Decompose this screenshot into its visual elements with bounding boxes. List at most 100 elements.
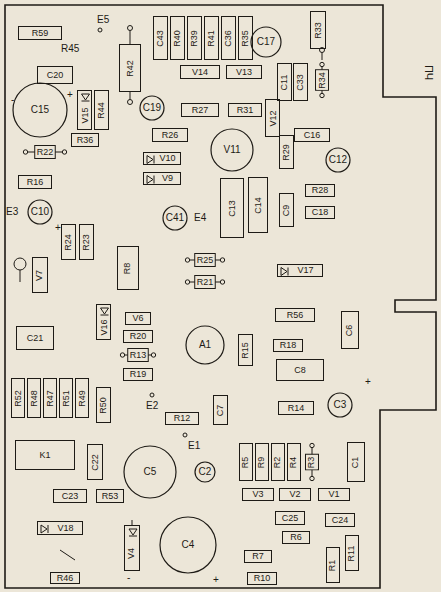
part-label: R3 [306,455,317,469]
board-label: E4 [194,213,206,223]
capacitor-outline [160,517,216,573]
part-label: C16 [304,131,321,140]
component-box: R5 [239,443,253,481]
part-label: K1 [39,451,50,460]
component-box: R51 [59,378,73,418]
capacitor-circle: C17 [250,26,282,58]
component-box: R40 [170,16,185,60]
part-label: R50 [99,397,108,414]
component-box: R50 [96,387,111,423]
part-label: C12 [329,155,347,165]
board-label: - [127,573,130,583]
part-label: C18 [312,208,329,217]
component-box: R35 [238,16,253,60]
part-label: R29 [282,144,291,161]
part-label: R10 [254,574,271,583]
component-box: R26 [152,128,188,142]
part-label: R25 [196,255,215,266]
trimmer-resistor: R34 [315,62,329,98]
board-outline [5,5,436,588]
part-label: V16 [99,319,108,335]
board-label: + [365,377,371,387]
part-label: R35 [241,30,250,47]
trimmer-resistor: R21 [185,275,225,289]
component-box: R46 [50,572,80,584]
pad [62,150,66,154]
component-box: R20 [123,330,153,343]
part-label: C15 [31,105,49,115]
part-label: C4 [182,540,195,550]
part-label: R52 [14,390,23,407]
part-label: C5 [144,467,157,477]
part-label: R41 [207,30,216,47]
part-label: V13 [236,68,252,77]
component-box: R33 [310,11,326,49]
part-label: R28 [312,186,329,195]
component-box: R41 [204,16,219,60]
part-label: C11 [280,74,289,90]
part-label: V10 [159,154,175,163]
component-box: R24 [61,224,76,260]
component-box: R44 [94,90,109,130]
diode-box: V18 [37,521,83,535]
diode-box: V4 [124,525,140,571]
part-label: C33 [296,74,305,91]
component-box: R56 [275,308,315,322]
diode-box: V10 [143,152,181,165]
component-box: V6 [125,312,151,325]
capacitor-outline [251,27,281,57]
part-label: R8 [123,262,132,274]
part-label: C10 [31,207,49,217]
component-box: V2 [279,488,311,501]
part-label: C43 [156,30,165,47]
component-box: C16 [294,128,330,142]
part-label: R36 [77,136,94,145]
part-label: V15 [80,107,89,123]
board-label: E3 [6,207,18,217]
part-label: R14 [288,404,305,413]
part-label: R49 [78,390,87,407]
part-label: C13 [227,200,236,217]
trimmer-resistor: R25 [185,253,225,267]
component-box: C13 [220,178,244,238]
part-label: R9 [257,456,266,468]
capacitor-outline [326,148,350,172]
part-label: C1 [351,456,360,468]
part-label: C20 [47,71,64,80]
part-label: R48 [30,390,39,407]
board-label: E1 [188,441,200,451]
capacitor-circle: C12 [325,147,351,173]
part-label: R21 [196,277,215,288]
part-label: C24 [332,516,349,525]
part-label: R2 [273,456,282,468]
component-box: R19 [123,368,153,381]
capacitor-outline [195,462,215,482]
diode-symbol [101,308,109,315]
component-box: R47 [43,378,57,418]
part-label: C25 [282,514,299,523]
part-label: R53 [102,492,119,501]
component-box: V3 [242,488,274,501]
pads [14,26,325,438]
component-box: C23 [53,489,87,503]
part-label: R31 [237,106,254,115]
component-box: R18 [273,339,303,352]
pad [23,150,27,154]
component-box: C1 [347,442,365,482]
capacitor-outline [13,83,67,137]
part-label: V18 [57,524,73,533]
capacitor-outline [124,446,176,498]
component-box: V1 [318,488,350,501]
part-label: R15 [241,342,250,359]
part-label: C21 [27,334,44,343]
component-box: R4 [287,443,301,481]
diode-box: V17 [277,264,323,277]
component-box: R7 [244,550,272,563]
board-label: R45 [61,44,79,54]
part-label: C7 [216,404,225,416]
component-box: R1 [326,547,340,583]
component-box: R2 [271,443,285,481]
part-label: R24 [64,234,73,251]
component-box: R53 [96,489,124,503]
